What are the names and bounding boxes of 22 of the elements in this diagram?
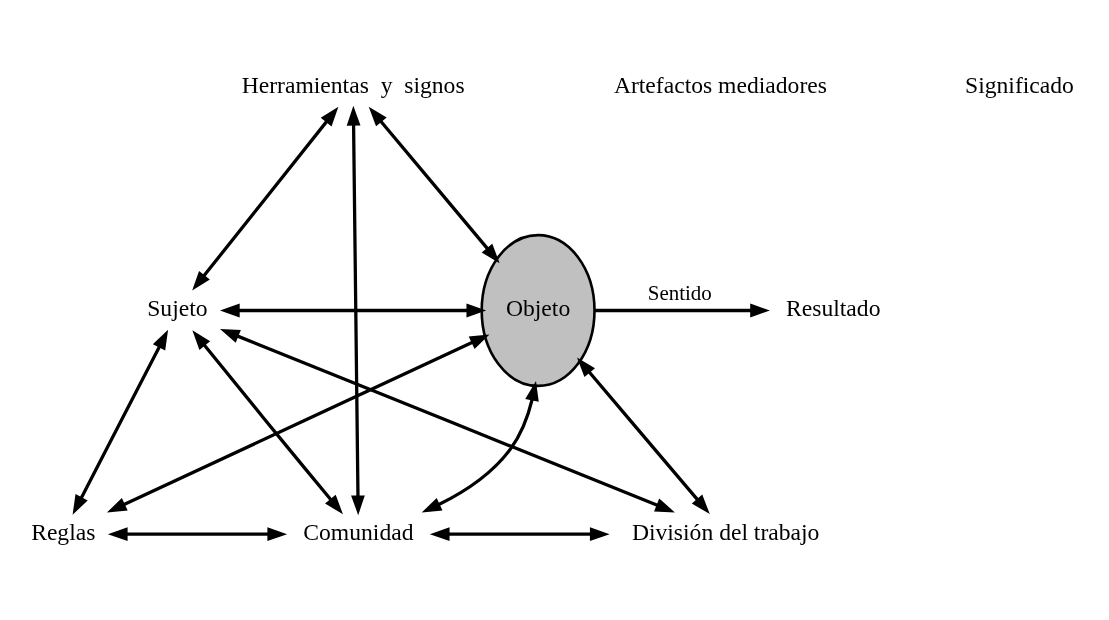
edge-label: Sentido xyxy=(647,280,712,305)
node-text: Resultado xyxy=(786,294,881,321)
arrow xyxy=(220,328,675,512)
arrow xyxy=(594,303,770,317)
arrow xyxy=(577,357,710,514)
node-text: Sujeto xyxy=(147,294,208,321)
node-text: Herramientas y signos xyxy=(241,71,465,98)
arrow xyxy=(219,303,487,317)
label: Artefactos mediadores xyxy=(613,71,827,98)
arrow xyxy=(421,380,539,513)
node-text: Comunidad xyxy=(303,518,414,545)
label: Significado xyxy=(965,71,1074,98)
node-text: División del trabajo xyxy=(631,518,820,545)
node-text: Reglas xyxy=(31,518,96,545)
arrow xyxy=(106,333,490,513)
arrow xyxy=(429,526,610,541)
arrow xyxy=(192,106,339,291)
arrow xyxy=(107,526,288,541)
arrow xyxy=(72,329,169,515)
arrow xyxy=(192,329,343,514)
arrow xyxy=(368,106,500,263)
arrow xyxy=(346,105,365,515)
